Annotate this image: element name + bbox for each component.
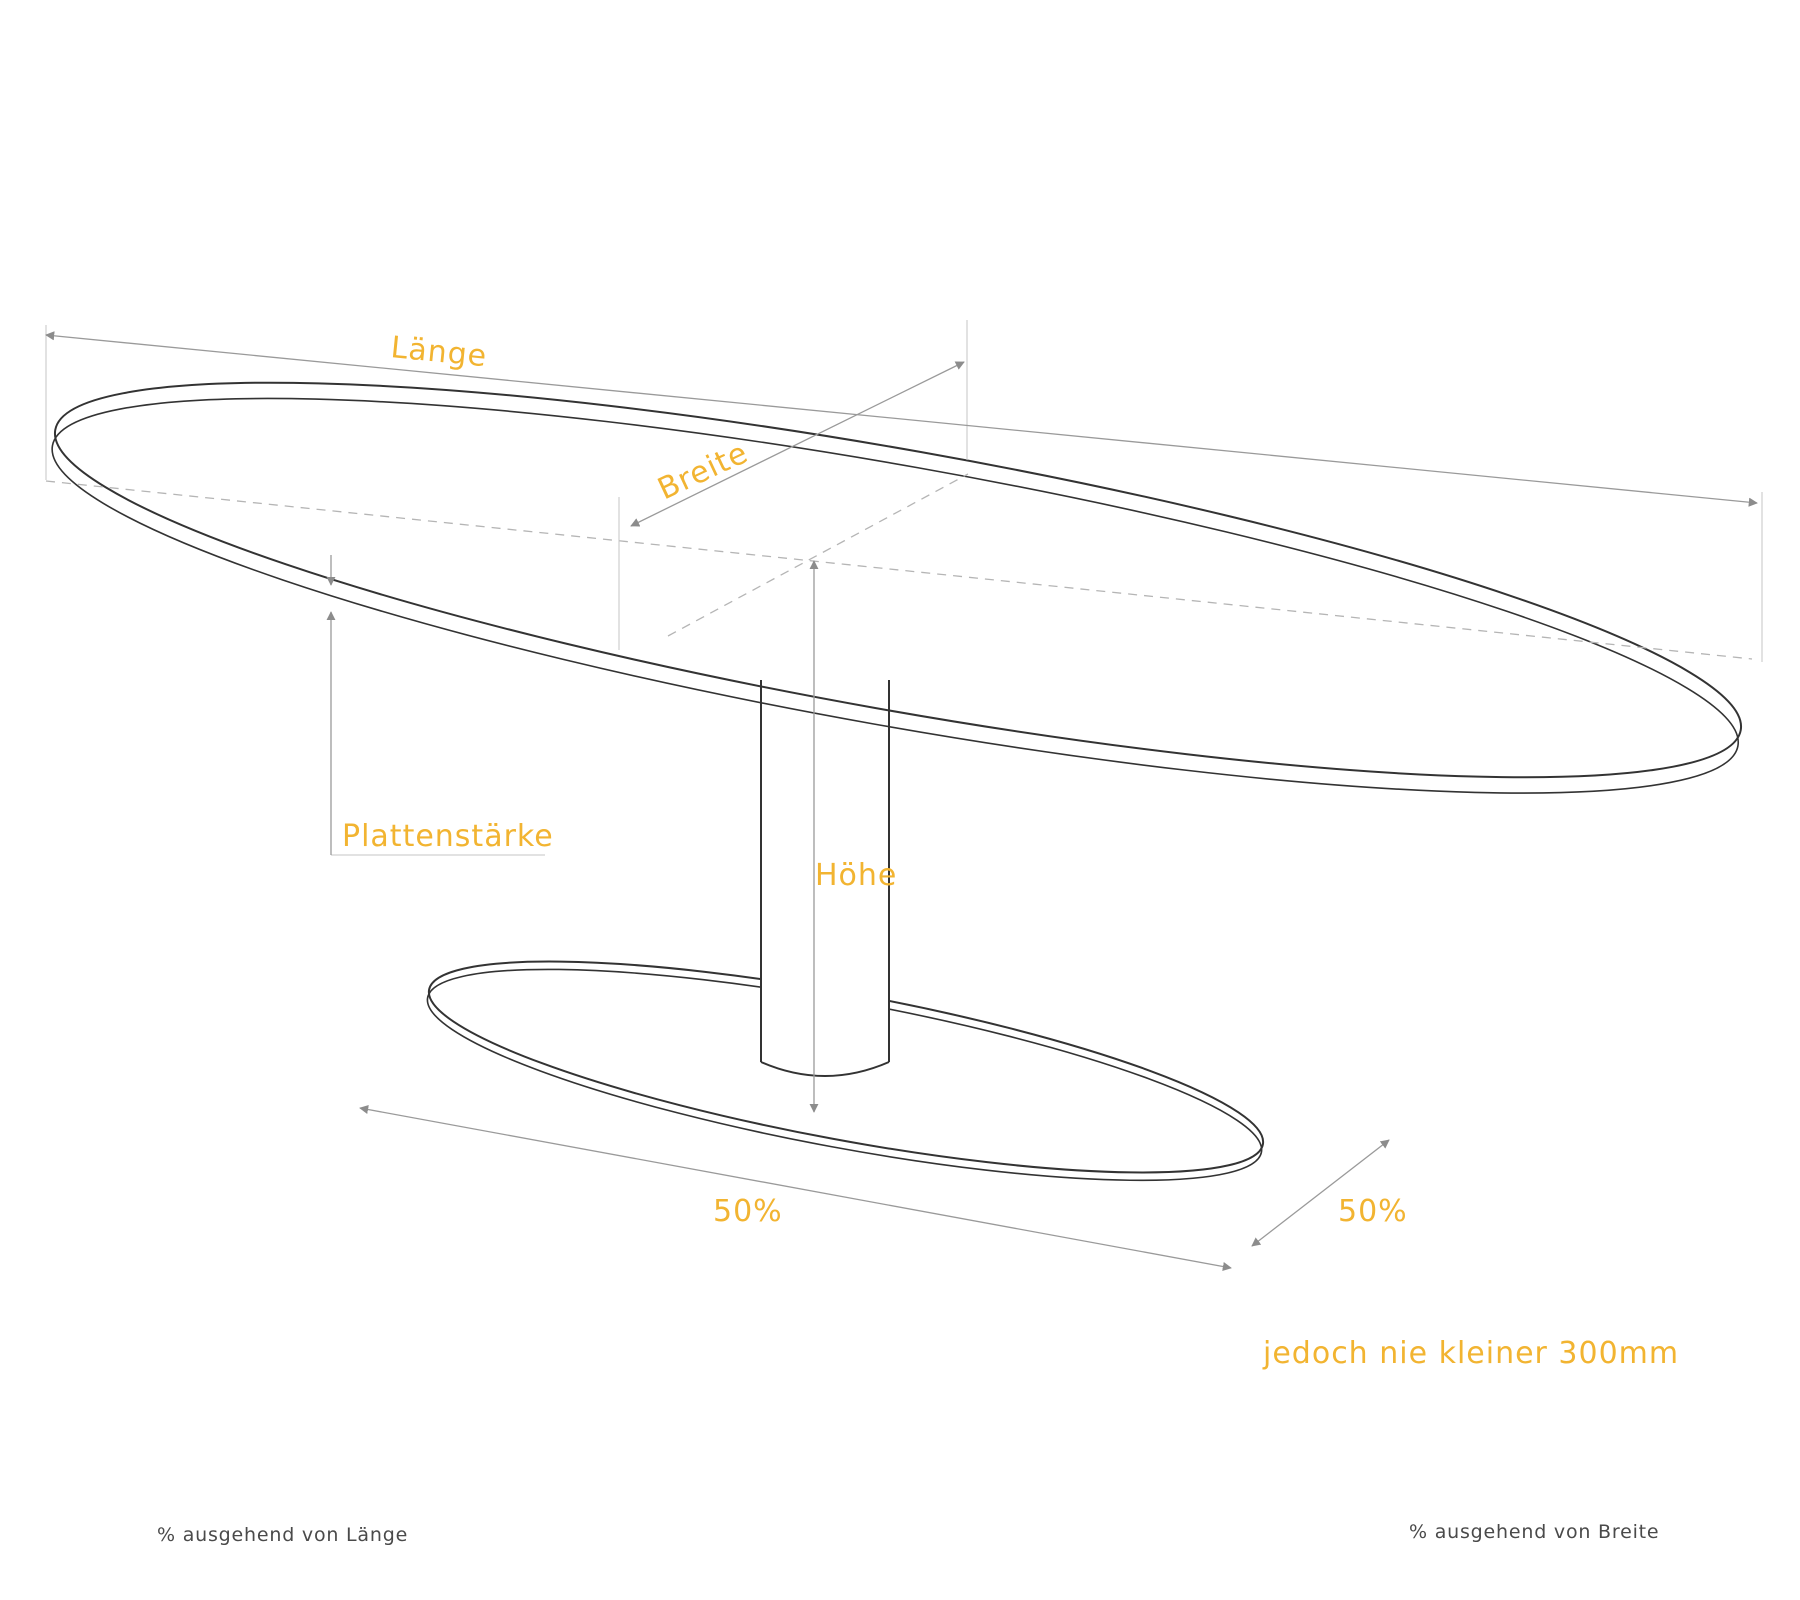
- minimum-width-note: jedoch nie kleiner 300mm: [1262, 1336, 1679, 1371]
- length-dimension-arrow: [45, 331, 1758, 507]
- table-column: [760, 680, 890, 1077]
- thickness-label: Plattenstärke: [342, 819, 554, 854]
- width-percentage-note: % ausgehend von Breite: [1409, 1521, 1659, 1543]
- tabletop: [45, 381, 1753, 794]
- width-dimension-arrow: [630, 361, 965, 527]
- length-label: Länge: [389, 330, 489, 374]
- width-center-axis: [667, 473, 969, 637]
- base-width-percent-label: 50%: [1338, 1194, 1408, 1229]
- height-label: Höhe: [815, 858, 897, 893]
- base-length-percent-label: 50%: [713, 1194, 783, 1229]
- length-percentage-note: % ausgehend von Länge: [157, 1524, 408, 1546]
- base-width-dimension-arrow: [1251, 1139, 1390, 1247]
- width-label: Breite: [653, 435, 754, 507]
- base-length-dimension-arrow: [359, 1105, 1232, 1271]
- length-center-axis: [45, 480, 1753, 660]
